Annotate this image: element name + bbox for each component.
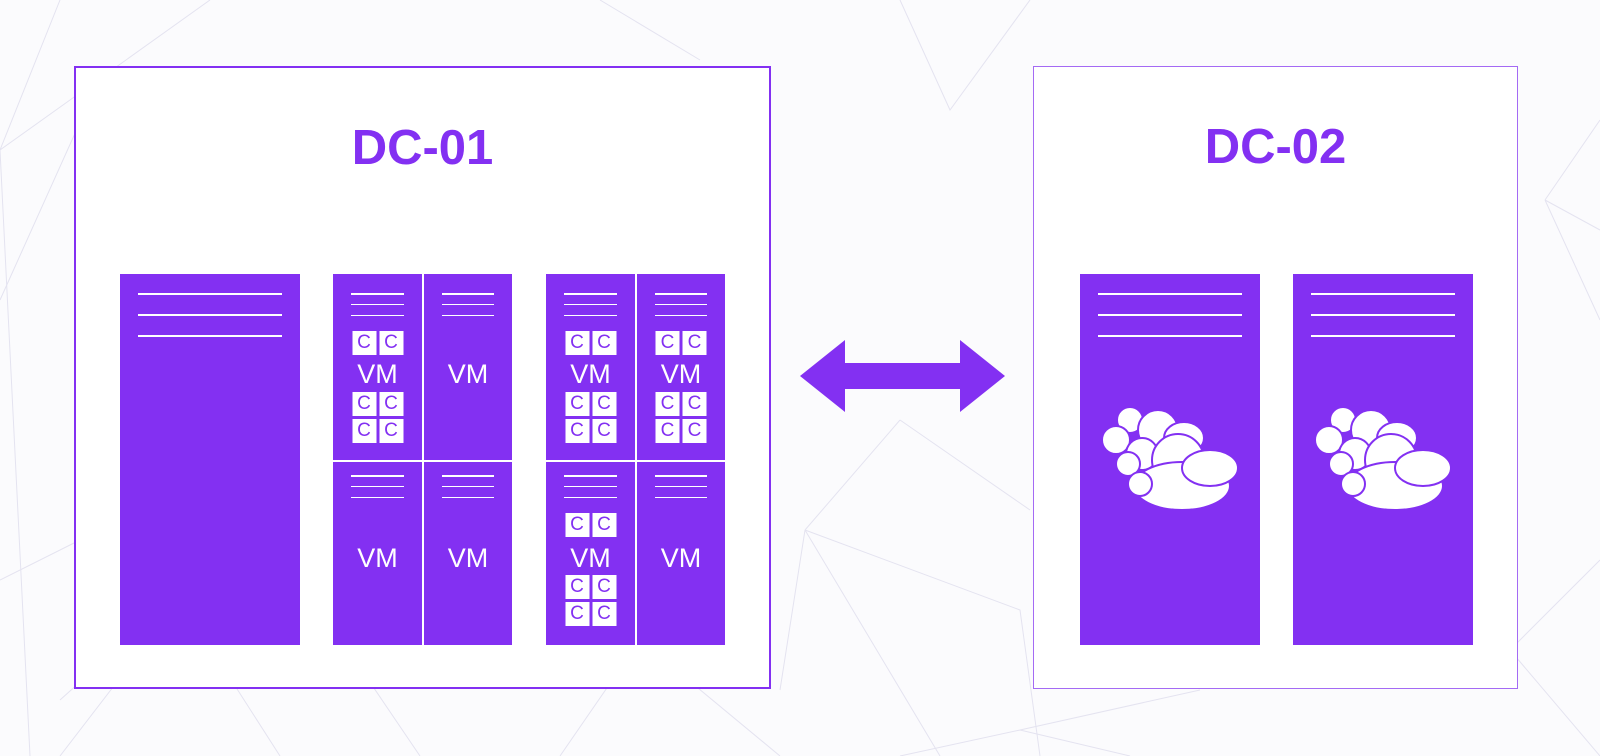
vm-label: VM xyxy=(570,543,611,573)
server-rack-plain xyxy=(120,274,300,645)
vm-cell: VM xyxy=(333,462,422,645)
rack-vent-lines xyxy=(138,293,282,337)
vm-label: VM xyxy=(570,359,611,389)
vm-cell: C C VM C C C C xyxy=(333,274,422,460)
vm-cell: VM xyxy=(637,462,725,645)
container-icon: C xyxy=(379,419,403,443)
server-rack-cloud xyxy=(1293,274,1473,645)
container-icon: C xyxy=(565,392,589,416)
container-icon: C xyxy=(565,419,589,443)
container-icon: C xyxy=(682,419,707,443)
container-icon: C xyxy=(565,602,589,626)
container-grid-top: C C xyxy=(352,331,403,355)
vm-label: VM xyxy=(447,359,489,389)
rack-vent-lines xyxy=(351,475,404,498)
rack-vent-lines xyxy=(442,475,494,498)
container-icon: C xyxy=(592,392,616,416)
container-grid-bottom: C C C C xyxy=(655,392,707,443)
container-icon: C xyxy=(655,392,680,416)
rack-vent-lines xyxy=(655,475,707,498)
container-grid-bottom: C C C C xyxy=(352,392,403,443)
container-grid-top: C C xyxy=(565,513,616,537)
vm-cell: C C VM C C C C xyxy=(546,462,635,645)
container-icon: C xyxy=(592,602,616,626)
vm-label: VM xyxy=(660,359,702,389)
rack-vent-lines xyxy=(442,293,494,316)
rack-vent-lines xyxy=(564,475,617,498)
container-grid-bottom: C C C C xyxy=(565,575,616,626)
container-icon: C xyxy=(592,575,616,599)
vm-label: VM xyxy=(357,543,398,573)
container-icon: C xyxy=(682,331,707,355)
vm-cell: C C VM C C C C xyxy=(546,274,635,460)
container-icon: C xyxy=(352,419,376,443)
rack-vent-lines xyxy=(1311,293,1455,337)
rack-vent-lines xyxy=(655,293,707,316)
vm-cell: VM xyxy=(424,274,512,460)
vm-label: VM xyxy=(447,543,489,573)
vm-cell: C C VM C C C C xyxy=(637,274,725,460)
container-grid-top: C C xyxy=(565,331,616,355)
rack-vent-lines xyxy=(564,293,617,316)
container-grid-bottom: C C C C xyxy=(565,392,616,443)
container-icon: C xyxy=(565,575,589,599)
rack-vent-lines xyxy=(351,293,404,316)
container-icon: C xyxy=(379,331,403,355)
server-rack-cloud xyxy=(1080,274,1260,645)
vm-label: VM xyxy=(660,543,702,573)
vm-cell: VM xyxy=(424,462,512,645)
container-icon: C xyxy=(592,419,616,443)
container-icon: C xyxy=(352,331,376,355)
container-icon: C xyxy=(655,331,680,355)
vm-label: VM xyxy=(357,359,398,389)
container-icon: C xyxy=(565,331,589,355)
container-icon: C xyxy=(592,331,616,355)
container-icon: C xyxy=(379,392,403,416)
rack-vent-lines xyxy=(1098,293,1242,337)
cloud-icon xyxy=(1315,406,1452,511)
cloud-icon xyxy=(1102,406,1239,511)
datacenter-title: DC-01 xyxy=(351,121,494,175)
container-icon: C xyxy=(565,513,589,537)
datacenter-title: DC-02 xyxy=(1204,120,1347,174)
container-icon: C xyxy=(352,392,376,416)
container-grid-top: C C xyxy=(655,331,707,355)
double-arrow-icon xyxy=(800,340,1005,412)
container-icon: C xyxy=(682,392,707,416)
container-icon: C xyxy=(655,419,680,443)
container-icon: C xyxy=(592,513,616,537)
